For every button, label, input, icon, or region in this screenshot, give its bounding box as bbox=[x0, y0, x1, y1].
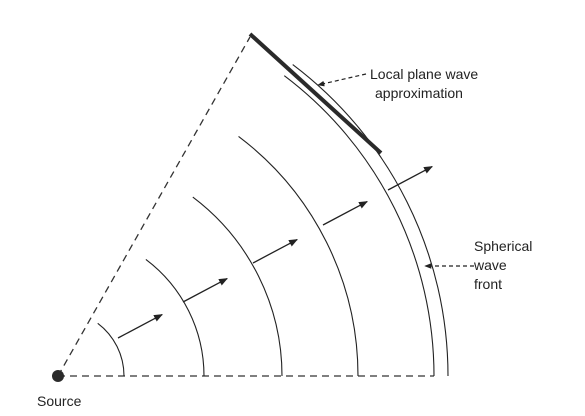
local-plane-label-line1: Local plane wave bbox=[370, 66, 478, 82]
propagation-arrow bbox=[387, 165, 433, 191]
propagation-arrow bbox=[252, 238, 298, 264]
spherical-label-line3: front bbox=[474, 276, 502, 292]
propagation-arrows bbox=[117, 165, 433, 339]
wavefront-arc bbox=[192, 196, 283, 377]
source-dot bbox=[52, 370, 64, 382]
propagation-arrow bbox=[182, 277, 228, 303]
spherical-label-line2: wave bbox=[473, 257, 507, 273]
local-plane-leader-line bbox=[317, 73, 367, 87]
wavefront-arc bbox=[97, 322, 125, 377]
source-label: Source bbox=[37, 393, 82, 409]
wavefront-arc bbox=[145, 258, 205, 377]
local-plane-wave-line bbox=[248, 32, 383, 155]
propagation-arrow bbox=[117, 313, 163, 339]
spherical-wavefronts bbox=[97, 64, 449, 377]
propagation-arrow bbox=[322, 200, 368, 226]
local-plane-label-line2: approximation bbox=[375, 85, 463, 101]
wavefront-arc bbox=[238, 135, 359, 377]
spherical-label-line1: Spherical bbox=[474, 238, 532, 254]
wavefront-arc bbox=[292, 64, 449, 377]
wavefront-arc bbox=[283, 75, 435, 377]
diagonal-boundary-dashed bbox=[57, 36, 251, 377]
